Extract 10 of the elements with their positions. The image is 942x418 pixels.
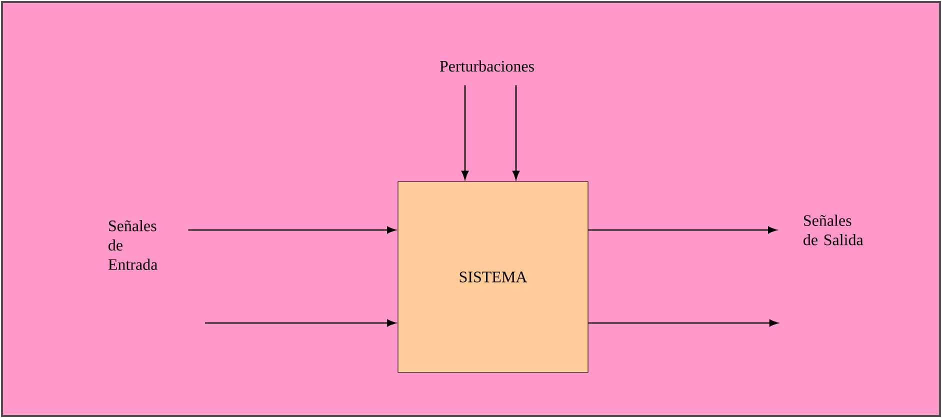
input-label: Perturbaciones bbox=[440, 60, 534, 72]
process-box: SISTEMA bbox=[398, 181, 588, 373]
output-label: Señales de Salida bbox=[804, 214, 864, 246]
arrow bbox=[588, 226, 777, 234]
arrow bbox=[512, 85, 520, 180]
input-label: Señales de Entrada bbox=[108, 220, 158, 270]
arrow bbox=[588, 320, 778, 326]
arrow bbox=[188, 226, 396, 234]
arrow bbox=[462, 85, 469, 180]
arrow bbox=[205, 320, 396, 326]
